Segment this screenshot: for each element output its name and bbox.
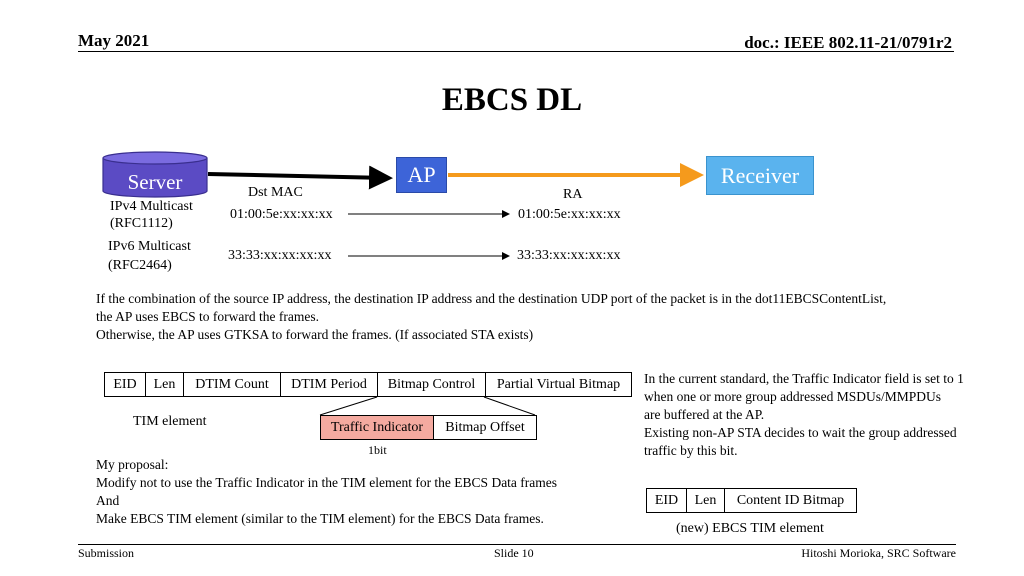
bitmap-control-subfields: Traffic Indicator Bitmap Offset	[320, 415, 537, 440]
proposal-line1: My proposal:	[96, 457, 169, 472]
footer-divider	[78, 544, 956, 545]
ipv6-src-mac: 33:33:xx:xx:xx:xx	[228, 248, 332, 263]
receiver-box: Receiver	[706, 156, 814, 195]
ebcs-tim-field: EID	[647, 489, 687, 512]
footer-author: Hitoshi Morioka, SRC Software	[801, 546, 956, 560]
tim-field-bitmap-control: Bitmap Control	[378, 373, 486, 396]
ipv6-label-line2: (RFC2464)	[108, 258, 172, 273]
header-divider	[78, 51, 954, 52]
tim-field: EID	[105, 373, 146, 396]
tim-field: Len	[146, 373, 184, 396]
traffic-indicator-bit-label: 1bit	[368, 443, 387, 457]
ebcs-tim-element-label: (new) EBCS TIM element	[676, 521, 824, 536]
ipv4-label-line1: IPv4 Multicast	[110, 199, 193, 214]
traffic-indicator-field: Traffic Indicator	[321, 416, 434, 439]
ebcs-tim-element-fields: EID Len Content ID Bitmap	[646, 488, 857, 513]
server-label: Server	[127, 170, 183, 194]
note-line3: are buffered at the AP.	[644, 407, 765, 422]
ra-label: RA	[563, 187, 583, 202]
header-doc-id: doc.: IEEE 802.11-21/0791r2	[744, 33, 952, 52]
description-line1: If the combination of the source IP addr…	[96, 291, 887, 306]
zoom-line-right	[483, 396, 536, 416]
page-title: EBCS DL	[441, 82, 583, 118]
server-icon	[102, 151, 208, 198]
description-line3: Otherwise, the AP uses GTKSA to forward …	[96, 327, 534, 342]
ap-box: AP	[396, 157, 447, 193]
note-line4: Existing non-AP STA decides to wait the …	[644, 425, 957, 440]
note-line1: In the current standard, the Traffic Ind…	[644, 371, 964, 386]
header-date: May 2021	[78, 31, 150, 50]
note-line2: when one or more group addressed MSDUs/M…	[644, 389, 941, 404]
ipv4-label-line2: (RFC1112)	[110, 216, 173, 231]
footer-slide-number: Slide 10	[494, 546, 534, 560]
ipv4-src-mac: 01:00:5e:xx:xx:xx	[230, 207, 333, 222]
footer-submission: Submission	[78, 546, 135, 560]
ebcs-tim-field: Len	[687, 489, 725, 512]
zoom-line-left	[319, 396, 378, 416]
ebcs-tim-field: Content ID Bitmap	[736, 492, 845, 508]
proposal-line4: Make EBCS TIM element (similar to the TI…	[96, 511, 544, 526]
proposal-line3: And	[96, 493, 120, 508]
ipv6-dst-mac: 33:33:xx:xx:xx:xx	[517, 248, 621, 263]
description-line2: the AP uses EBCS to forward the frames.	[96, 309, 319, 324]
ipv4-dst-mac: 01:00:5e:xx:xx:xx	[518, 207, 621, 222]
server-to-ap-arrow	[207, 165, 393, 190]
tim-field: DTIM Period	[281, 373, 378, 396]
dst-mac-label: Dst MAC	[248, 185, 303, 200]
tim-field: DTIM Count	[184, 373, 281, 396]
proposal-line2: Modify not to use the Traffic Indicator …	[96, 475, 558, 490]
note-line5: traffic by this bit.	[644, 443, 738, 458]
ap-label: AP	[407, 162, 436, 187]
tim-element-fields: EID Len DTIM Count DTIM Period Bitmap Co…	[104, 372, 632, 397]
tim-element-label: TIM element	[133, 414, 207, 429]
bitmap-offset-field: Bitmap Offset	[445, 419, 525, 435]
receiver-label: Receiver	[720, 162, 800, 188]
ipv6-label-line1: IPv6 Multicast	[108, 239, 191, 254]
tim-field: Partial Virtual Bitmap	[496, 376, 621, 392]
